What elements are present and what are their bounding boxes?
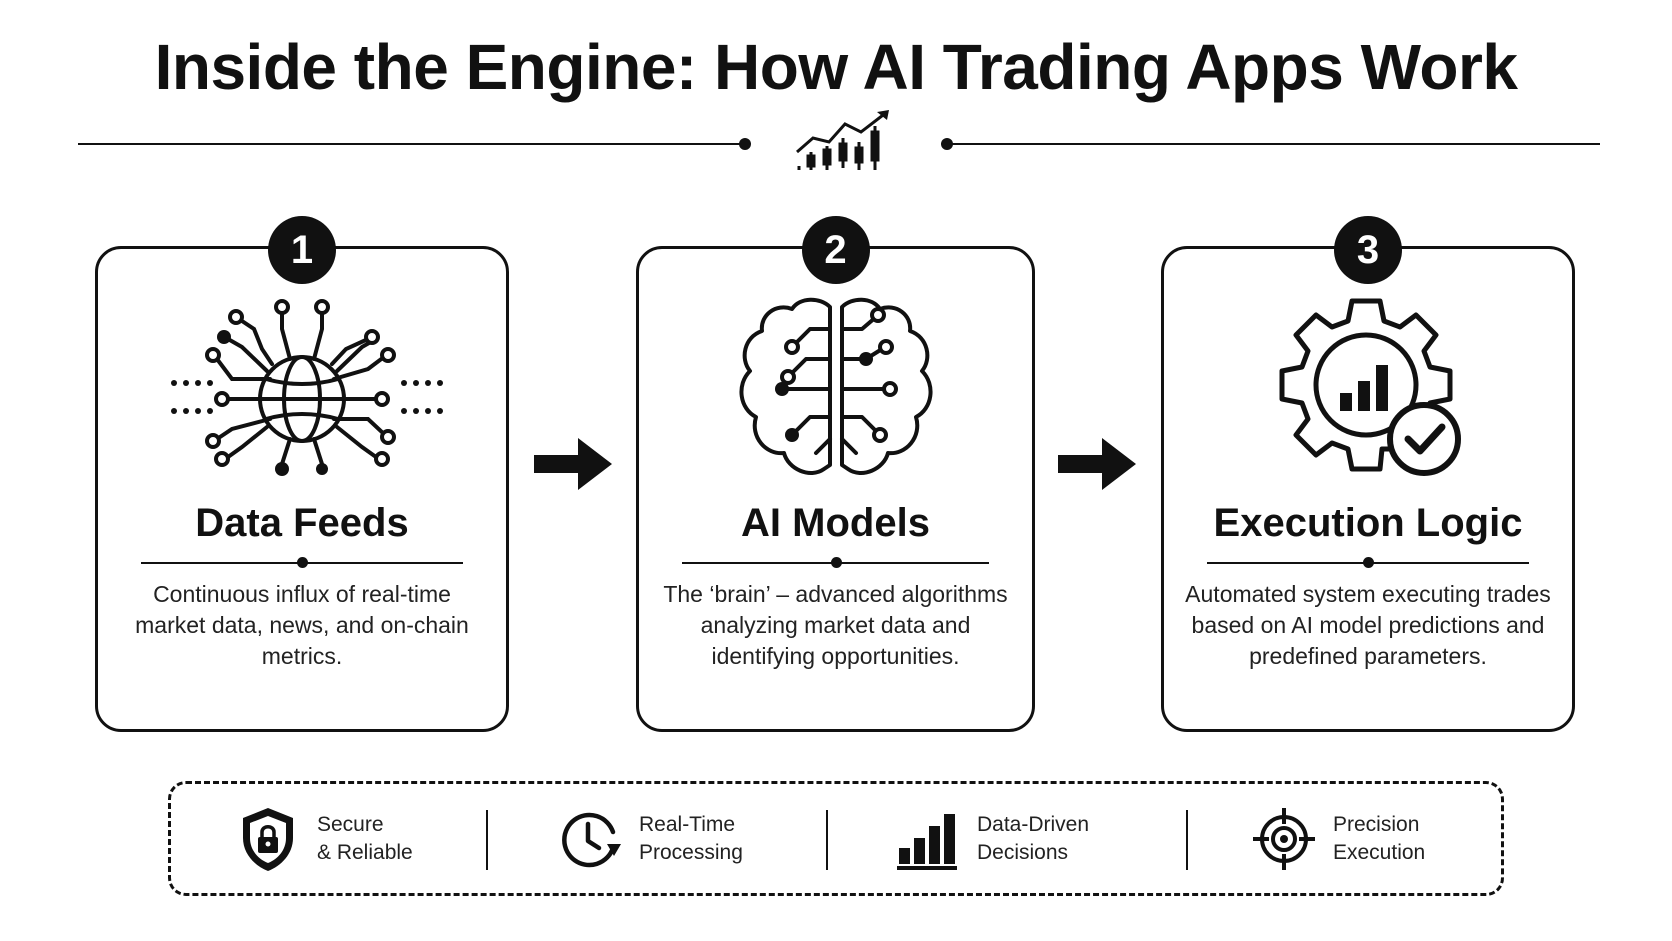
- step-card-execution-logic: 3 Execution Logic Automated system execu…: [1161, 216, 1575, 732]
- arrow-right-icon: [534, 438, 612, 490]
- page-title: Inside the Engine: How AI Trading Apps W…: [154, 31, 1518, 103]
- feature-label-line1: Secure: [317, 812, 384, 836]
- feature-precision-execution: Precision Execution: [1249, 784, 1425, 893]
- trading-chart-icon: [796, 110, 889, 170]
- feature-label-line2: & Reliable: [317, 840, 413, 864]
- crosshair-icon: [1253, 807, 1315, 870]
- divider-dot-left: [739, 138, 751, 150]
- title-divider-left: [78, 143, 744, 145]
- feature-separator: [1186, 810, 1188, 870]
- feature-strip: Secure & Reliable Real-Time Processing D…: [168, 781, 1504, 896]
- step-divider-dot: [830, 557, 842, 568]
- arrow-right-icon: [1058, 438, 1136, 490]
- step-title: AI Models: [741, 501, 930, 545]
- step-description: Automated system executing trades based …: [1185, 581, 1551, 669]
- step-card-ai-models: 2 AI Models The ‘brain’ – advanced: [636, 216, 1035, 732]
- feature-separator: [486, 810, 488, 870]
- feature-label-line1: Data-Driven: [977, 812, 1090, 836]
- feature-real-time-processing: Real-Time Processing: [555, 784, 743, 893]
- step-number-badge: 1: [268, 216, 336, 284]
- step-title: Execution Logic: [1213, 501, 1523, 545]
- clock-refresh-icon: [562, 812, 621, 867]
- feature-secure-reliable: Secure & Reliable: [233, 784, 413, 893]
- gear-chart-check-icon: [1279, 298, 1461, 476]
- step-divider-dot: [1363, 557, 1374, 568]
- step-title: Data Feeds: [195, 501, 409, 545]
- feature-separator: [826, 810, 828, 870]
- feature-label-line2: Decisions: [977, 840, 1069, 864]
- step-number-badge: 3: [1334, 216, 1402, 284]
- bar-chart-icon: [897, 813, 957, 870]
- divider-dot-right: [941, 138, 953, 150]
- brain-circuit-icon: [739, 297, 932, 475]
- feature-data-driven-decisions: Data-Driven Decisions: [893, 784, 1089, 893]
- feature-label-line2: Execution: [1333, 840, 1426, 864]
- step-description: The ‘brain’ – advanced algorithms analyz…: [663, 581, 1008, 669]
- step-divider-dot: [297, 557, 308, 568]
- step-number-badge: 2: [801, 216, 870, 284]
- feature-label-line2: Processing: [639, 840, 743, 864]
- feature-label-line1: Real-Time: [639, 812, 736, 836]
- shield-lock-icon: [243, 807, 293, 871]
- step-description: Continuous influx of real-time market da…: [135, 581, 469, 669]
- globe-network-icon: [171, 299, 443, 476]
- step-card-data-feeds: 1: [95, 216, 509, 732]
- feature-label-line1: Precision: [1333, 812, 1420, 836]
- title-divider-right: [948, 143, 1600, 145]
